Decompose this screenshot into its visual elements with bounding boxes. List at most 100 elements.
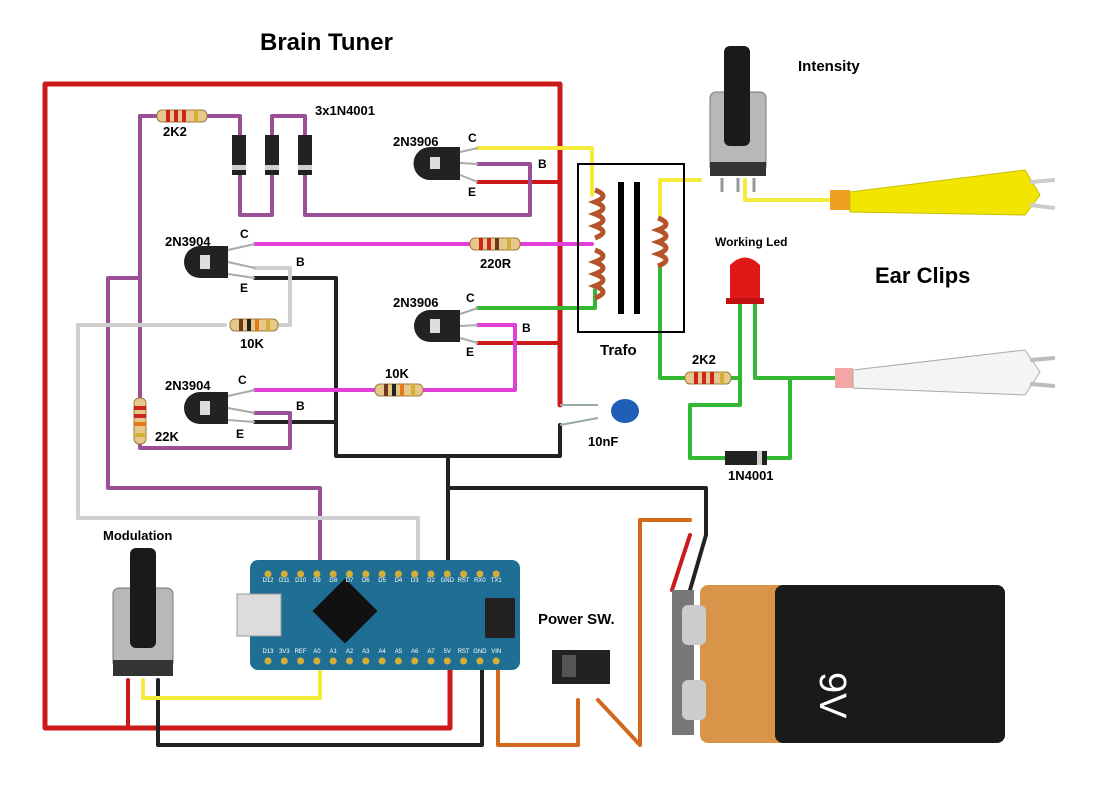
arduino-pin-label: 5V xyxy=(444,649,451,655)
capacitor-label: 10nF xyxy=(588,434,618,449)
arduino-pin-label: D6 xyxy=(362,578,370,584)
arduino-pin-top-8 xyxy=(394,570,402,578)
arduino-pin-label: D5 xyxy=(378,578,386,584)
arduino-pin-label: 3V3 xyxy=(279,649,290,655)
wire-purple-d9 xyxy=(106,276,322,572)
arduino-pin-top-10 xyxy=(427,570,435,578)
resistor-2k2 xyxy=(156,109,208,123)
arduino-pin-top-5 xyxy=(346,570,353,578)
battery-9v xyxy=(672,585,1005,743)
power-switch-label: Power SW. xyxy=(538,611,615,628)
working-led xyxy=(726,257,764,304)
arduino-pin-label: A0 xyxy=(313,649,321,655)
q1-label: 2N3906 xyxy=(393,134,439,149)
arduino-pin-label: RX0 xyxy=(474,578,486,584)
arduino-pin-bottom-7 xyxy=(378,657,386,665)
arduino-pin-label: GND xyxy=(441,578,455,584)
wire-yellow-clip xyxy=(743,178,832,202)
capacitor-10nf xyxy=(559,399,639,426)
q3-label: 2N3906 xyxy=(393,295,439,310)
arduino-pin-label: A2 xyxy=(346,649,354,655)
arduino-pin-bottom-12 xyxy=(460,657,468,665)
arduino-pin-label: D2 xyxy=(427,578,435,584)
ear-clip-yellow xyxy=(830,169,1056,216)
wire-yellow-mod xyxy=(141,656,322,700)
resistor-10k-a xyxy=(229,318,279,332)
arduino-pin-bottom-2 xyxy=(297,657,305,665)
resistor-220r-label: 220R xyxy=(480,256,512,271)
arduino-pin-label: A3 xyxy=(362,649,370,655)
q2-label: 2N3904 xyxy=(165,234,211,249)
arduino-pin-label: A1 xyxy=(330,649,338,655)
resistor-10k-b-label: 10K xyxy=(385,366,409,381)
arduino-pin-label: A4 xyxy=(378,649,386,655)
arduino-pin-label: A6 xyxy=(411,649,419,655)
transistor-q2 xyxy=(184,243,256,279)
arduino-pin-top-14 xyxy=(492,570,500,578)
q1-b: B xyxy=(538,157,547,171)
arduino-pin-label: VIN xyxy=(491,649,501,655)
q3-e: E xyxy=(466,345,474,359)
resistor-2k2-label: 2K2 xyxy=(163,124,187,139)
wires xyxy=(42,81,837,747)
wire-black-bottom xyxy=(156,656,484,747)
arduino-pin-top-13 xyxy=(476,570,484,578)
arduino-pin-bottom-8 xyxy=(394,657,402,665)
diode-1n4001-label: 1N4001 xyxy=(728,468,774,483)
arduino-pin-label: D7 xyxy=(346,578,354,584)
q2-c: C xyxy=(240,227,249,241)
arduino-pin-bottom-3 xyxy=(313,657,321,665)
arduino-pin-label: A7 xyxy=(427,649,435,655)
q4-label: 2N3904 xyxy=(165,378,211,393)
transformer-label: Trafo xyxy=(600,342,637,359)
arduino-pin-label: REF xyxy=(295,649,307,655)
wire-magenta-q4c xyxy=(253,323,517,392)
arduino-pin-label: D10 xyxy=(295,578,307,584)
arduino-pin-bottom-1 xyxy=(280,657,288,665)
diodes-3x1n4001 xyxy=(232,135,312,175)
wire-orange xyxy=(496,518,692,747)
arduino-pin-label: GND xyxy=(473,649,487,655)
wire-green-trafo xyxy=(658,263,792,460)
q3-c: C xyxy=(466,291,475,305)
arduino-pin-label: D12 xyxy=(262,578,274,584)
intensity-label: Intensity xyxy=(798,58,860,75)
wire-red-bat xyxy=(670,533,692,592)
ear-clip-white xyxy=(835,349,1056,396)
q1-e: E xyxy=(468,185,476,199)
arduino-pin-top-4 xyxy=(329,570,337,578)
arduino-pin-label: RST xyxy=(458,649,470,655)
resistor-22k-label: 22K xyxy=(155,429,179,444)
arduino-pin-top-7 xyxy=(378,570,386,578)
wire-white xyxy=(76,266,420,572)
arduino-pin-bottom-9 xyxy=(411,657,419,665)
arduino-pin-top-6 xyxy=(362,570,370,578)
arduino-pin-top-12 xyxy=(460,570,468,578)
wire-purple-left xyxy=(138,114,292,450)
q4-b: B xyxy=(296,399,305,413)
arduino-pin-label: RST xyxy=(458,578,470,584)
led-label: Working Led xyxy=(715,235,787,249)
arduino-pin-label: D11 xyxy=(279,578,290,584)
transistor-q4 xyxy=(184,389,256,424)
q2-b: B xyxy=(296,255,305,269)
resistor-2k2-led-label: 2K2 xyxy=(692,352,716,367)
ear-clips-label: Ear Clips xyxy=(875,263,970,288)
arduino-pin-top-2 xyxy=(297,570,305,578)
arduino-pin-label: TX1 xyxy=(491,578,503,584)
arduino-pin-label: D8 xyxy=(329,578,337,584)
arduino-pin-top-0 xyxy=(264,570,272,578)
arduino-pin-label: A5 xyxy=(395,649,403,655)
transistor-q3 xyxy=(414,307,479,344)
power-switch[interactable] xyxy=(552,650,610,684)
arduino-pin-top-9 xyxy=(411,570,419,578)
resistor-2k2-led xyxy=(684,371,732,385)
q4-c: C xyxy=(238,373,247,387)
arduino-pin-bottom-0 xyxy=(264,657,272,665)
arduino-pin-label: D3 xyxy=(411,578,419,584)
